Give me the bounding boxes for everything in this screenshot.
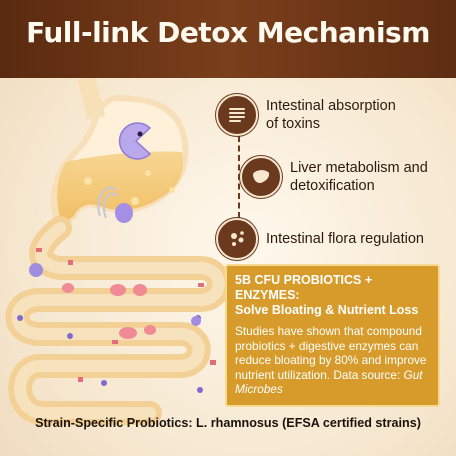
- probiotic-character: [118, 122, 152, 160]
- card-subtitle: Solve Bloating & Nutrient Loss: [235, 303, 419, 317]
- bacteria-icon: [216, 218, 258, 260]
- feature-intestinal-absorption: Intestinal absorption of toxins: [216, 94, 396, 136]
- card-body-text: Studies have shown that compound probiot…: [235, 324, 427, 382]
- intestine-icon: [216, 94, 258, 136]
- connector-line: [238, 136, 240, 218]
- intestine-tube: [5, 216, 231, 425]
- footer-note: Strain-Specific Probiotics: L. rhamnosus…: [35, 416, 421, 430]
- card-body: Studies have shown that compound probiot…: [235, 324, 430, 397]
- feature-line: of toxins: [266, 116, 320, 132]
- card-title: 5B CFU PROBIOTICS + ENZYMES:: [235, 273, 373, 302]
- card-source: Gut Microbes: [235, 367, 423, 397]
- feature-line: Intestinal absorption: [266, 98, 396, 114]
- digestive-tract-illustration: [5, 78, 231, 425]
- page-title: Full-link Detox Mechanism: [26, 16, 430, 49]
- feature-line: detoxification: [290, 178, 375, 194]
- stomach-fluid: [57, 151, 184, 224]
- probiotics-info-card: 5B CFU PROBIOTICS + ENZYMES: Solve Bloat…: [225, 264, 440, 407]
- feature-line: Liver metabolism and: [290, 160, 428, 176]
- feature-flora-regulation: Intestinal flora regulation: [216, 218, 424, 260]
- header-banner: Full-link Detox Mechanism: [0, 0, 456, 78]
- feature-liver-metabolism: Liver metabolism and detoxification: [240, 156, 428, 198]
- liver-icon: [240, 156, 282, 198]
- feature-line: Intestinal flora regulation: [266, 231, 424, 247]
